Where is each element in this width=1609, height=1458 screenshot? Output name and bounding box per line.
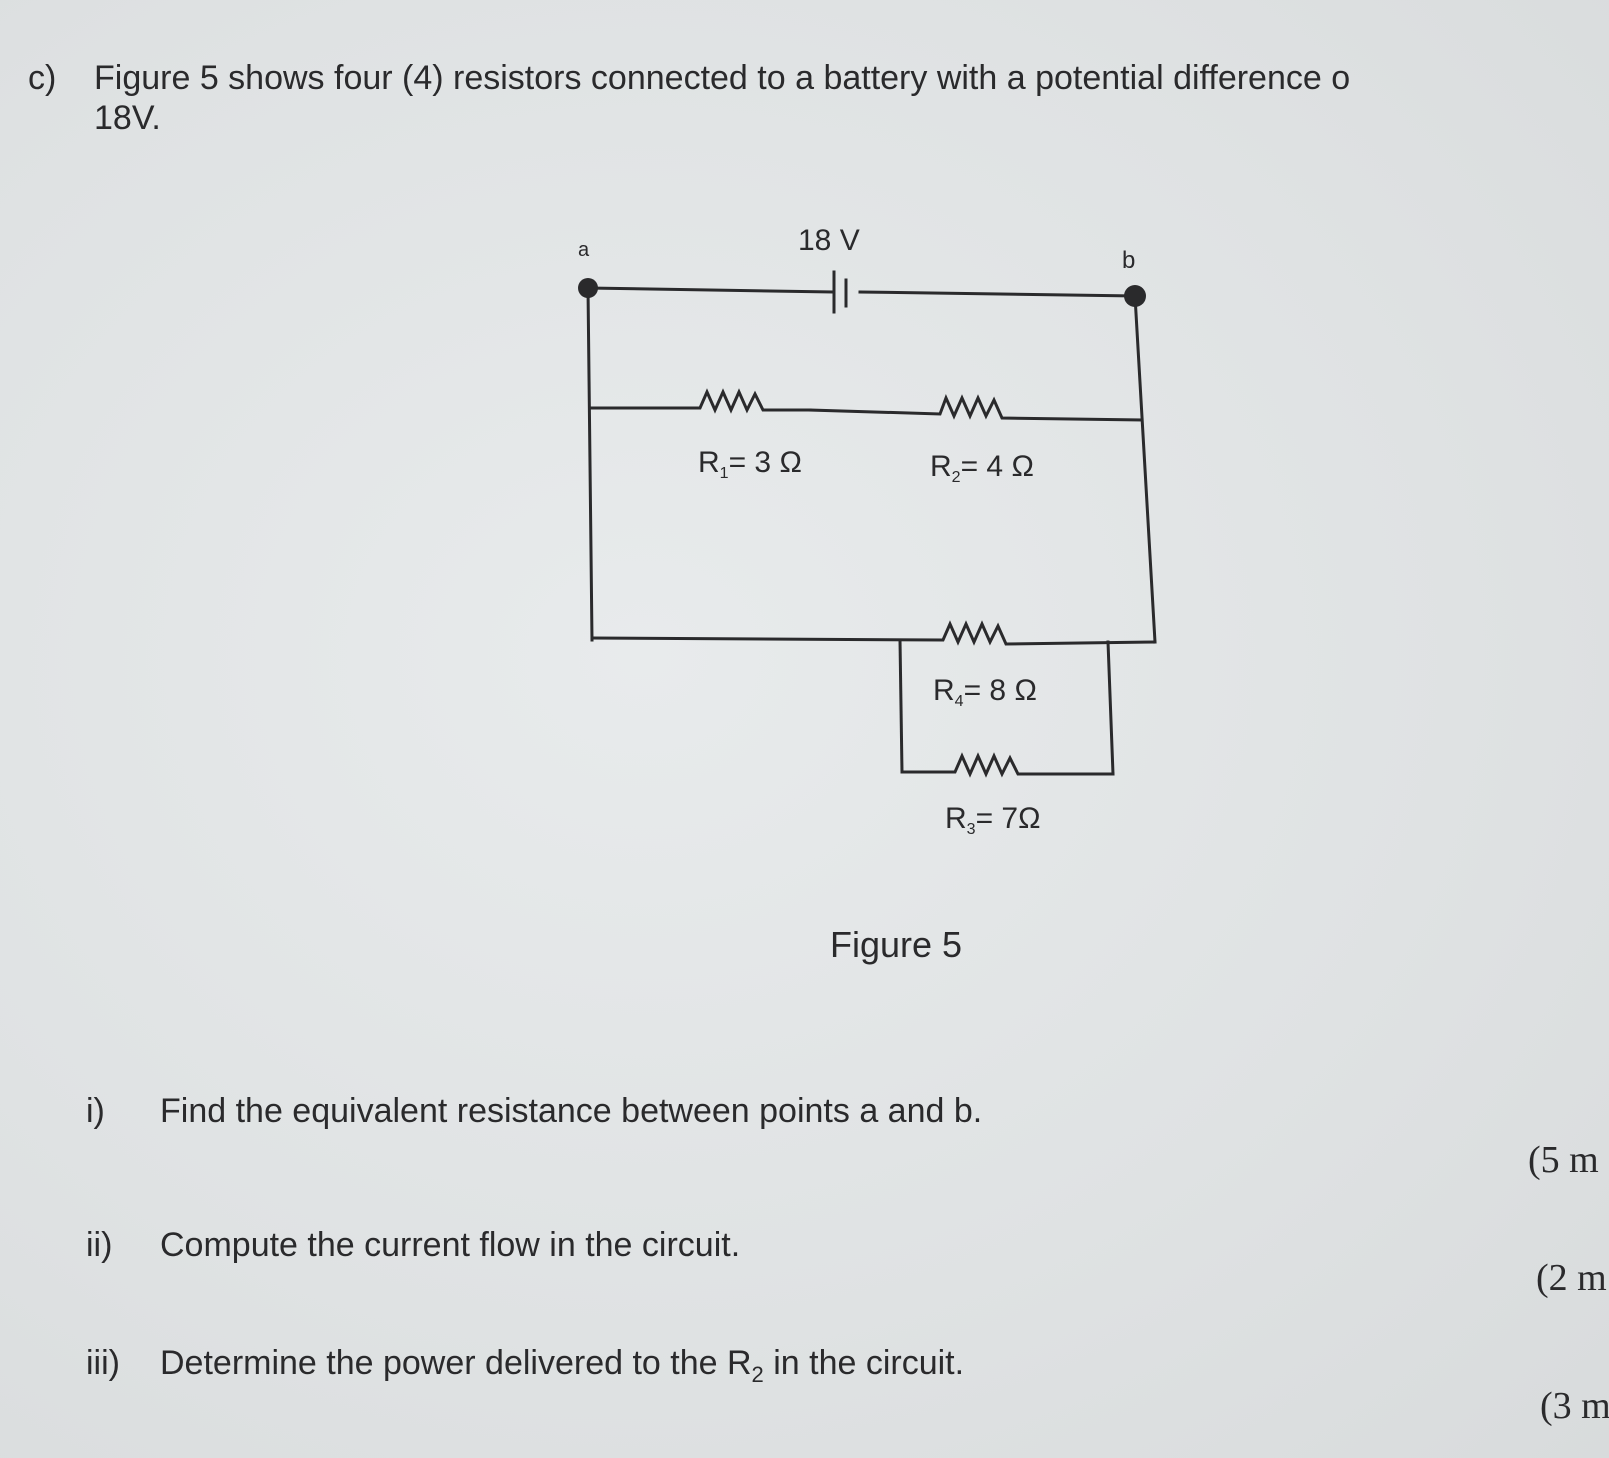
r3-left-wire (898, 638, 904, 774)
node-b-dot (1124, 285, 1146, 307)
r4-label: R4= 8 Ω (933, 674, 1037, 710)
question-i-text: Find the equivalent resistance between p… (160, 1092, 983, 1130)
question-i-marks: (5 m (1528, 1139, 1599, 1181)
question-marker: c) (28, 59, 57, 97)
battery-label: 18 V (798, 224, 860, 257)
r3-resistor (900, 752, 1115, 778)
r1-resistor (588, 388, 812, 414)
question-iii-text: Determine the power delivered to the R (160, 1344, 752, 1382)
intro-line-1: Figure 5 shows four (4) resistors connec… (94, 59, 1351, 97)
circuit-diagram: a b 18 V R1= 3 Ω R2= 4 Ω R4= 8 Ω R3= 7Ω (578, 224, 1157, 838)
node-a-dot (578, 278, 598, 298)
question-intro: c) Figure 5 shows four (4) resistors conn… (28, 58, 1350, 138)
r3-label: R3= 7Ω (945, 802, 1041, 838)
r2-label: R2= 4 Ω (930, 450, 1034, 486)
node-b-label: b (1122, 247, 1135, 274)
question-iii-text-after: in the circuit. (763, 1344, 965, 1382)
question-iii: iii) Determine the power delivered to the… (86, 1344, 964, 1388)
question-iii-number: iii) (86, 1344, 120, 1382)
r3-right-wire (1106, 640, 1115, 776)
question-ii: ii) Compute the current flow in the circu… (86, 1226, 740, 1265)
figure-caption: Figure 5 (830, 924, 963, 965)
question-ii-number: ii) (86, 1226, 113, 1264)
top-wire-right (858, 290, 1137, 298)
question-ii-text: Compute the current flow in the circuit. (160, 1226, 741, 1264)
question-iii-subscript: 2 (751, 1361, 764, 1387)
question-i: i) Find the equivalent resistance between… (86, 1092, 982, 1131)
node-a-label: a (578, 239, 590, 261)
r2-resistor (808, 394, 1144, 422)
question-iii-marks: (3 m (1540, 1385, 1609, 1427)
question-i-number: i) (86, 1092, 105, 1130)
left-wire (586, 286, 594, 642)
top-wire-left (586, 286, 834, 294)
r4-resistor (590, 620, 1157, 646)
question-ii-marks: (2 m (1536, 1257, 1607, 1299)
r1-label: R1= 3 Ω (698, 446, 802, 482)
right-wire (1133, 294, 1157, 644)
intro-line-2: 18V. (94, 99, 161, 137)
